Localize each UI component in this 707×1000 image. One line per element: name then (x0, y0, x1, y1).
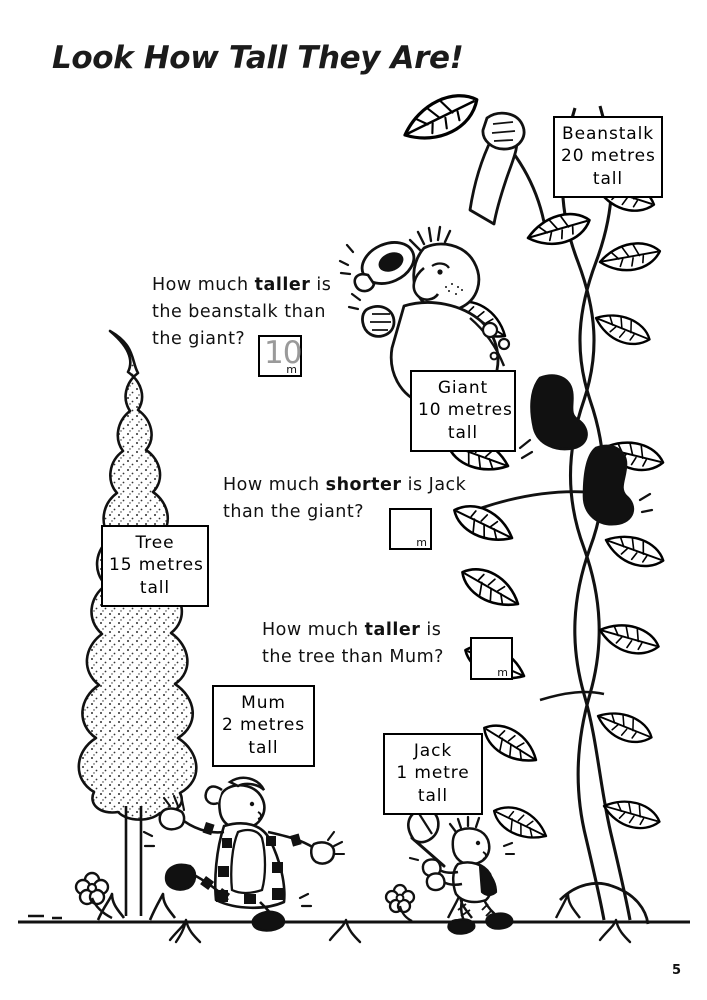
giant-boots (518, 374, 654, 526)
fact-box-tree-line1: Tree (135, 533, 175, 553)
fact-box-beanstalk-line3: tall (592, 168, 624, 189)
question-3-line-1-post: is (420, 620, 442, 640)
question-1-line-2: the beanstalk than (152, 302, 327, 323)
question-3-line-1: How much taller is (262, 617, 444, 644)
answer-box-beanstalk-vs-giant[interactable]: 10 m (258, 335, 302, 377)
answer-unit-label: m (286, 363, 297, 376)
question-tree-vs-mum: How much taller is the tree than Mum? (262, 617, 444, 671)
fact-box-mum-line1: Mum (241, 693, 286, 713)
fact-box-tree: Tree 15 metres tall (101, 525, 209, 608)
fact-box-mum-line3: tall (248, 737, 279, 758)
question-1-line-1-post: is (310, 275, 332, 295)
question-jack-vs-giant: How much shorter is Jack than the giant? (223, 472, 466, 526)
flower-right (384, 883, 416, 922)
question-3-keyword: taller (364, 620, 421, 640)
answer-traced-value: 10 (264, 335, 302, 371)
question-2-line-2: than the giant? (223, 502, 365, 523)
question-beanstalk-vs-giant: How much taller is the beanstalk than th… (152, 272, 331, 353)
question-2-line-1-post: is Jack (401, 475, 467, 495)
question-2-line-1: How much shorter is Jack (223, 472, 466, 499)
jack-illustration (407, 807, 516, 935)
giant-hat (353, 241, 416, 293)
ground-line (18, 871, 690, 944)
answer-unit-label: m (416, 536, 427, 549)
fact-box-giant-line3: tall (447, 422, 479, 443)
fact-box-giant: Giant 10 metres tall (410, 370, 516, 453)
answer-unit-label: m (497, 666, 508, 679)
question-1-line-1-pre: How much (152, 275, 255, 295)
question-1-line-3: the giant? (152, 329, 246, 350)
page-title: Look How Tall They Are! (52, 40, 464, 76)
page-number: 5 (671, 963, 681, 978)
beanstalk-illustration (396, 82, 669, 925)
question-1-keyword: taller (254, 275, 311, 295)
fact-box-beanstalk-line2: 20 metres (561, 146, 656, 167)
flower-left (74, 871, 113, 920)
fact-box-mum: Mum 2 metres tall (212, 685, 315, 768)
fact-box-jack-line3: tall (417, 785, 449, 806)
question-3-line-1-pre: How much (262, 620, 365, 640)
fact-box-beanstalk: Beanstalk 20 metres tall (553, 116, 663, 199)
question-2-keyword: shorter (325, 475, 402, 495)
question-3-line-2: the tree than Mum? (262, 647, 444, 668)
fact-box-jack: Jack 1 metre tall (383, 733, 483, 816)
fact-box-tree-line3: tall (139, 577, 171, 598)
mum-illustration (142, 776, 346, 932)
answer-box-tree-vs-mum[interactable]: m (470, 637, 513, 680)
question-2-line-1-pre: How much (223, 475, 326, 495)
fact-box-tree-line2: 15 metres (109, 555, 204, 576)
fact-box-beanstalk-line1: Beanstalk (562, 124, 654, 144)
fact-box-jack-line1: Jack (413, 741, 453, 761)
question-1-line-1: How much taller is (152, 272, 331, 299)
fact-box-giant-line2: 10 metres (418, 400, 513, 421)
fact-box-jack-line2: 1 metre (396, 763, 470, 784)
answer-box-jack-vs-giant[interactable]: m (389, 508, 432, 550)
fact-box-mum-line2: 2 metres (221, 715, 306, 736)
fact-box-giant-line1: Giant (437, 378, 489, 398)
